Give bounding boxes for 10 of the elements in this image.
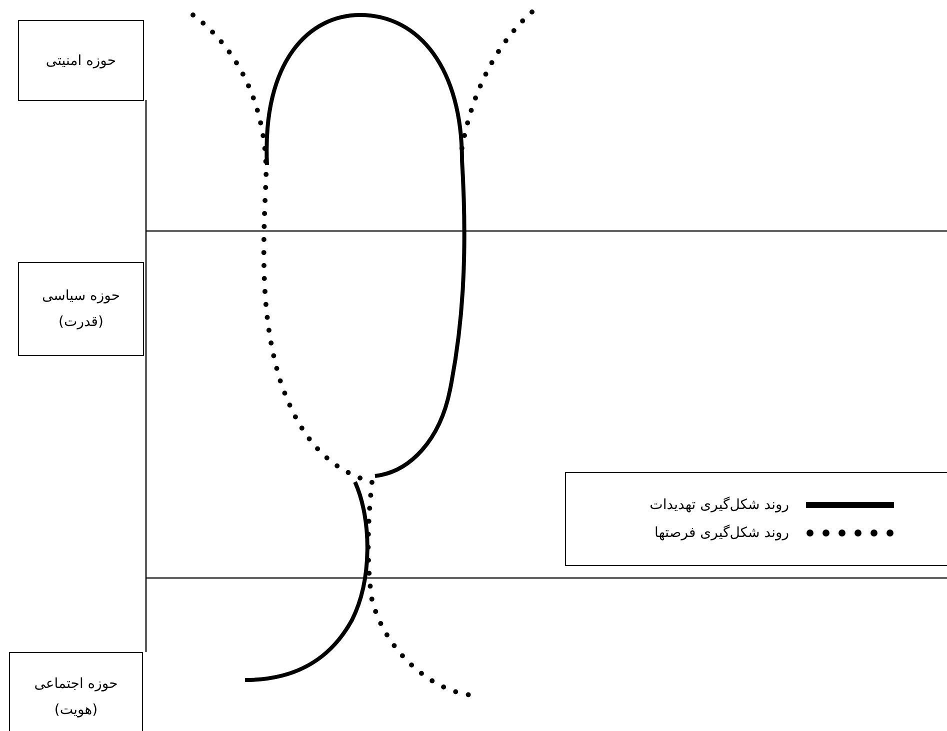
zone-label: حوزه سیاسی — [42, 287, 120, 306]
zone-label: (قدرت) — [58, 313, 104, 332]
zone-label: (هویت) — [54, 701, 98, 720]
zone-label: حوزه اجتماعی — [34, 675, 118, 694]
zone-label-box — [18, 262, 144, 356]
zone-label-box — [18, 20, 144, 101]
legend-text: روند شکل‌گیری فرصتها — [654, 524, 789, 543]
zone-label: حوزه امنیتی — [46, 52, 116, 70]
legend-text: روند شکل‌گیری تهدیدات — [650, 496, 789, 515]
zone-label-box — [9, 652, 143, 731]
